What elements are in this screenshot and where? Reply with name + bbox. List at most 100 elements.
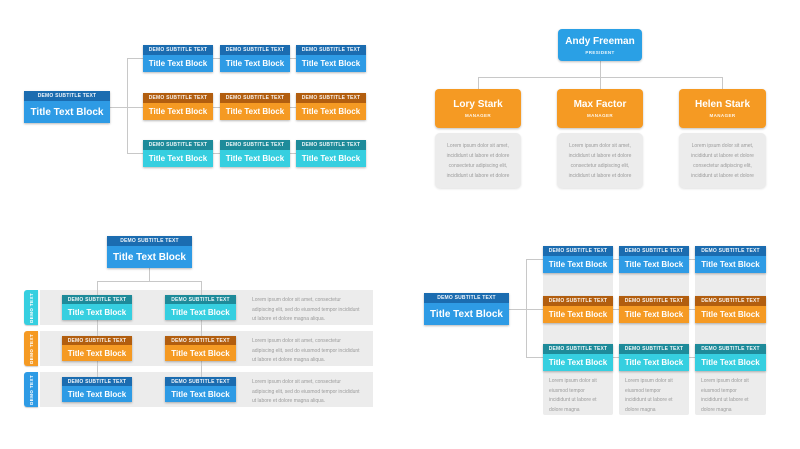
connector-line: [110, 107, 143, 108]
connector-line: [213, 58, 220, 59]
row-side-tab: DEMO TEXT: [24, 290, 38, 325]
org-block: DEMO SUBTITLE TEXT Title Text Block: [543, 344, 613, 371]
org-block-title: Title Text Block: [695, 306, 766, 323]
org-block-subtitle: DEMO SUBTITLE TEXT: [296, 93, 366, 103]
connector-line: [689, 309, 695, 310]
org-block: DEMO SUBTITLE TEXT Title Text Block: [695, 344, 766, 371]
org-block-subtitle: DEMO SUBTITLE TEXT: [143, 140, 213, 150]
org-block-title: Title Text Block: [296, 150, 366, 167]
manager-name: Lory Stark: [453, 99, 503, 110]
row-side-tab: DEMO TEXT: [24, 331, 38, 366]
row-side-tab-label: DEMO TEXT: [28, 374, 34, 405]
org-block-subtitle: DEMO SUBTITLE TEXT: [619, 296, 689, 306]
org-block: DEMO SUBTITLE TEXT Title Text Block: [165, 336, 236, 361]
org-block-title: Title Text Block: [143, 103, 213, 120]
org-block-subtitle: DEMO SUBTITLE TEXT: [543, 246, 613, 256]
org-block: DEMO SUBTITLE TEXT Title Text Block: [619, 246, 689, 273]
org-block-subtitle: DEMO SUBTITLE TEXT: [695, 344, 766, 354]
org-block-title: Title Text Block: [695, 354, 766, 371]
connector-line: [127, 58, 143, 59]
org-block-subtitle: DEMO SUBTITLE TEXT: [220, 93, 290, 103]
org-block-title: Title Text Block: [695, 256, 766, 273]
org-block-title: Title Text Block: [296, 55, 366, 72]
org-block: DEMO SUBTITLE TEXT Title Text Block: [62, 295, 132, 320]
row-description: Lorem ipsum dolor sit amet, consectetur …: [252, 379, 360, 404]
org-block-title: Title Text Block: [619, 306, 689, 323]
org-block: DEMO SUBTITLE TEXT Title Text Block: [62, 336, 132, 361]
org-block: DEMO SUBTITLE TEXT Title Text Block: [165, 295, 236, 320]
manager-description-card: Lorem ipsum dolor sit amet, incididunt u…: [435, 133, 521, 188]
org-block-title: Title Text Block: [62, 304, 132, 320]
org-block-subtitle: DEMO SUBTITLE TEXT: [695, 246, 766, 256]
org-block-title: Title Text Block: [220, 55, 290, 72]
manager-description: Lorem ipsum dolor sit amet, incididunt u…: [446, 142, 510, 179]
manager-card: Lory Stark MANAGER: [435, 89, 521, 128]
org-block: DEMO SUBTITLE TEXT Title Text Block: [695, 246, 766, 273]
org-block-subtitle: DEMO SUBTITLE TEXT: [543, 296, 613, 306]
org-block: DEMO SUBTITLE TEXT Title Text Block: [296, 45, 366, 72]
org-block-subtitle: DEMO SUBTITLE TEXT: [143, 45, 213, 55]
org-block-title: Title Text Block: [424, 303, 509, 325]
org-block-subtitle: DEMO SUBTITLE TEXT: [220, 45, 290, 55]
connector-line: [613, 357, 619, 358]
org-block: DEMO SUBTITLE TEXT Title Text Block: [695, 296, 766, 323]
org-block-subtitle: DEMO SUBTITLE TEXT: [424, 293, 509, 303]
org-block-subtitle: DEMO SUBTITLE TEXT: [62, 377, 132, 386]
org-block-subtitle: DEMO SUBTITLE TEXT: [62, 295, 132, 304]
connector-line: [290, 107, 296, 108]
org-block-subtitle: DEMO SUBTITLE TEXT: [296, 140, 366, 150]
org-block-subtitle: DEMO SUBTITLE TEXT: [296, 45, 366, 55]
connector-line: [478, 77, 479, 89]
org-block: DEMO SUBTITLE TEXT Title Text Block: [543, 246, 613, 273]
org-block: DEMO SUBTITLE TEXT Title Text Block: [296, 140, 366, 167]
manager-description-card: Lorem ipsum dolor sit amet, incididunt u…: [557, 133, 643, 188]
org-block-subtitle: DEMO SUBTITLE TEXT: [143, 93, 213, 103]
org-block-subtitle: DEMO SUBTITLE TEXT: [165, 377, 236, 386]
column-background: [619, 246, 689, 415]
org-block-title: Title Text Block: [165, 345, 236, 361]
org-block: DEMO SUBTITLE TEXT Title Text Block: [143, 45, 213, 72]
connector-line: [478, 77, 722, 78]
row-side-tab: DEMO TEXT: [24, 372, 38, 407]
org-block-subtitle: DEMO SUBTITLE TEXT: [62, 336, 132, 345]
org-block-subtitle: DEMO SUBTITLE TEXT: [165, 295, 236, 304]
org-block-subtitle: DEMO SUBTITLE TEXT: [619, 246, 689, 256]
manager-role: MANAGER: [709, 113, 736, 118]
connector-line: [722, 77, 723, 89]
column-background: [543, 246, 613, 415]
president-card: Andy Freeman PRESIDENT: [558, 29, 642, 61]
manager-description: Lorem ipsum dolor sit amet, incididunt u…: [568, 142, 632, 179]
org-block-root: DEMO SUBTITLE TEXT Title Text Block: [424, 293, 509, 325]
connector-line: [213, 107, 220, 108]
org-block-subtitle: DEMO SUBTITLE TEXT: [619, 344, 689, 354]
org-block-title: Title Text Block: [220, 150, 290, 167]
org-block: DEMO SUBTITLE TEXT Title Text Block: [62, 377, 132, 402]
connector-line: [201, 281, 202, 377]
connector-line: [127, 153, 143, 154]
manager-role: MANAGER: [464, 113, 492, 118]
column-description: Lorem ipsum dolor sit eiusmod tempor inc…: [701, 378, 749, 413]
org-block-title: Title Text Block: [62, 386, 132, 402]
connector-line: [689, 259, 695, 260]
org-block: DEMO SUBTITLE TEXT Title Text Block: [220, 93, 290, 120]
connector-line: [213, 153, 220, 154]
row-side-tab-label: DEMO TEXT: [28, 292, 34, 323]
org-block-title: Title Text Block: [165, 386, 236, 402]
org-block-title: Title Text Block: [107, 246, 192, 268]
org-block: DEMO SUBTITLE TEXT Title Text Block: [143, 140, 213, 167]
manager-card: Max Factor MANAGER: [557, 89, 643, 128]
org-block: DEMO SUBTITLE TEXT Title Text Block: [619, 296, 689, 323]
org-block: DEMO SUBTITLE TEXT Title Text Block: [220, 45, 290, 72]
row-side-tab-label: DEMO TEXT: [28, 333, 34, 364]
org-block: DEMO SUBTITLE TEXT Title Text Block: [619, 344, 689, 371]
connector-line: [290, 58, 296, 59]
manager-role: MANAGER: [586, 113, 614, 118]
org-block: DEMO SUBTITLE TEXT Title Text Block: [296, 93, 366, 120]
org-block-title: Title Text Block: [543, 306, 613, 323]
org-block-title: Title Text Block: [619, 354, 689, 371]
org-block-subtitle: DEMO SUBTITLE TEXT: [543, 344, 613, 354]
connector-line: [290, 153, 296, 154]
manager-description-card: Lorem ipsum dolor sit amet, incididunt u…: [679, 133, 766, 188]
org-block-title: Title Text Block: [619, 256, 689, 273]
